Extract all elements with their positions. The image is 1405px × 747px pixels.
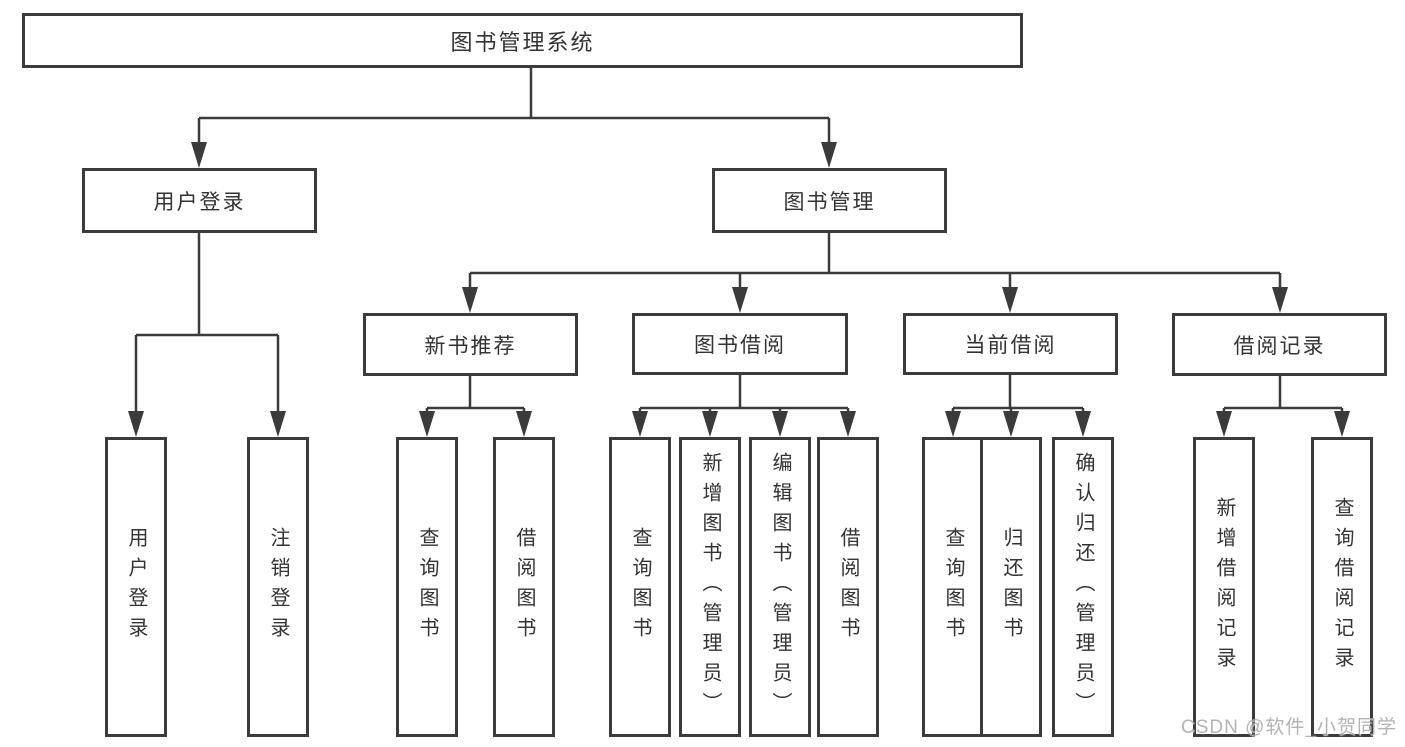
node-book-borrowing-label: 图书借阅 [694, 334, 786, 357]
leaf-newbook-query-books-label: 查询图书 [416, 527, 438, 647]
node-user-login: 用户登录 [82, 168, 317, 233]
leaf-user-login-label: 用户登录 [125, 527, 147, 647]
leaf-user-login: 用户登录 [105, 437, 167, 737]
node-book-borrowing: 图书借阅 [632, 313, 848, 375]
leaf-add-book-admin: 新增图书（管理员） [679, 437, 741, 737]
node-book-management-label: 图书管理 [783, 190, 876, 214]
leaf-confirm-return-admin-label: 确认归还（管理员） [1072, 452, 1094, 722]
node-current-borrowing: 当前借阅 [903, 313, 1118, 375]
leaf-return-books: 归还图书 [980, 437, 1042, 737]
leaf-borrowing-query-books: 查询图书 [609, 437, 671, 737]
node-borrow-records: 借阅记录 [1172, 313, 1387, 376]
leaf-logout-label: 注销登录 [267, 527, 289, 647]
leaf-edit-book-admin: 编辑图书（管理员） [749, 437, 811, 737]
leaf-query-borrow-record-label: 查询借阅记录 [1331, 497, 1353, 677]
leaf-confirm-return-admin: 确认归还（管理员） [1052, 437, 1114, 737]
leaf-return-books-label: 归还图书 [1000, 527, 1022, 647]
leaf-newbook-borrow-books: 借阅图书 [493, 437, 555, 737]
leaf-logout: 注销登录 [247, 437, 309, 737]
leaf-add-borrow-record: 新增借阅记录 [1193, 437, 1255, 737]
node-library-system: 图书管理系统 [22, 13, 1023, 68]
leaf-edit-book-admin-label: 编辑图书（管理员） [769, 452, 791, 722]
leaf-add-book-admin-label: 新增图书（管理员） [699, 452, 721, 722]
leaf-newbook-borrow-books-label: 借阅图书 [513, 527, 535, 647]
leaf-borrow-books-label: 借阅图书 [837, 527, 859, 647]
leaf-add-borrow-record-label: 新增借阅记录 [1213, 497, 1235, 677]
node-current-borrowing-label: 当前借阅 [964, 334, 1057, 357]
leaf-query-borrow-record: 查询借阅记录 [1311, 437, 1373, 737]
node-user-login-label: 用户登录 [153, 190, 246, 214]
node-new-book-recommend-label: 新书推荐 [424, 334, 517, 358]
node-library-system-label: 图书管理系统 [450, 29, 595, 55]
node-book-management: 图书管理 [712, 168, 947, 233]
leaf-current-query-books: 查询图书 [922, 437, 984, 737]
csdn-watermark: CSDN @软件_小贺同学 [1181, 717, 1397, 738]
leaf-borrowing-query-books-label: 查询图书 [629, 527, 651, 647]
node-borrow-records-label: 借阅记录 [1233, 334, 1326, 358]
leaf-current-query-books-label: 查询图书 [942, 527, 964, 647]
leaf-newbook-query-books: 查询图书 [396, 437, 458, 737]
leaf-borrow-books: 借阅图书 [817, 437, 879, 737]
node-new-book-recommend: 新书推荐 [363, 313, 578, 376]
